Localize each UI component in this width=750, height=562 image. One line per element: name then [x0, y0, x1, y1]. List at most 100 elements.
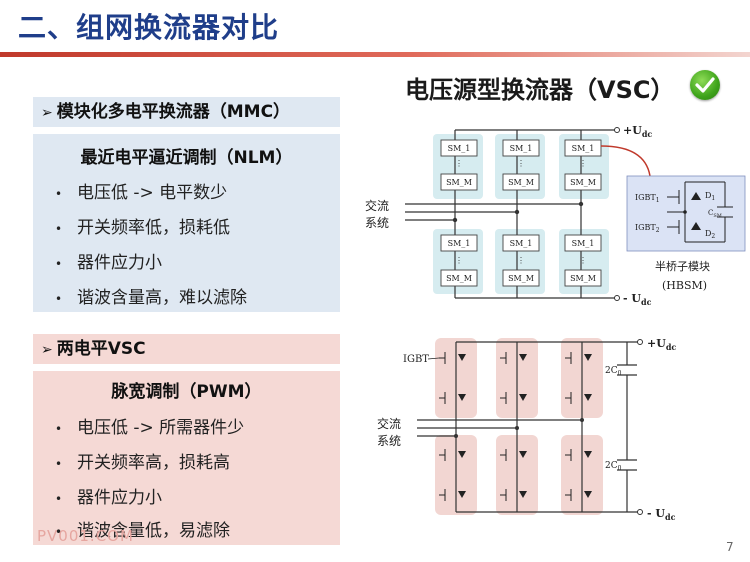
sm-label: SM_1 — [572, 144, 595, 153]
svg-text:D2: D2 — [705, 229, 715, 240]
mmc-bullet-text: 电压低 -> 电平数少 — [77, 183, 228, 203]
ac-system-label: 交流 — [365, 198, 389, 213]
sm-label: SM_M — [446, 178, 472, 187]
arrow-icon: ➢ — [41, 342, 53, 358]
dc-positive-label: +U — [647, 337, 666, 350]
watermark: PV001.COM — [37, 527, 134, 545]
capacitor-subscript: 0 — [618, 465, 622, 472]
mmc-bullet: • 电压低 -> 电平数少 — [55, 178, 227, 203]
d1-label: D — [705, 191, 711, 200]
bullet-icon: • — [55, 222, 63, 236]
bullet-icon: • — [55, 492, 63, 506]
bullet-icon: • — [55, 457, 63, 471]
two-level-bullet-text: 谐波含量低，易滤除 — [77, 521, 230, 541]
svg-text:D1: D1 — [705, 191, 715, 202]
title-underline — [0, 52, 750, 57]
svg-text:⋮: ⋮ — [578, 472, 587, 482]
capacitor-subscript: 0 — [618, 370, 622, 377]
two-level-header-text: 两电平VSC — [56, 339, 146, 359]
ac-system-label: 系统 — [365, 216, 389, 230]
sm-label: SM_M — [446, 274, 472, 283]
two-level-bullet: • 电压低 -> 所需器件少 — [55, 413, 244, 438]
dc-positive-label: +U — [623, 124, 642, 137]
svg-text:⋮: ⋮ — [455, 159, 463, 168]
sm-label: SM_1 — [448, 144, 471, 153]
mmc-header-text: 模块化多电平换流器（MMC） — [56, 102, 291, 122]
svg-text:+Udc: +Udc — [647, 337, 676, 352]
bullet-icon: • — [55, 187, 63, 201]
capacitor-label: 2C — [605, 366, 618, 376]
svg-text:⋮: ⋮ — [452, 472, 461, 482]
mmc-panel-header: ➢模块化多电平换流器（MMC） — [33, 97, 340, 127]
two-level-bullet-text: 电压低 -> 所需器件少 — [77, 418, 245, 438]
mmc-bullet: • 开关频率低，损耗低 — [55, 213, 230, 238]
svg-text:2C0: 2C0 — [605, 461, 622, 472]
svg-text:CSM: CSM — [708, 209, 722, 219]
page-number: 7 — [726, 540, 734, 554]
hbsm-module: IGBT1 IGBT2 D1 D2 CSM — [626, 175, 746, 252]
mmc-diagram: SM_1 SM_1 SM_1 SM_M SM_M SM_M SM_1 SM_1 … — [365, 124, 746, 307]
bullet-icon: • — [55, 525, 63, 539]
sm-label: SM_M — [570, 274, 596, 283]
cap-label: C — [708, 209, 713, 217]
mmc-panel-body: 最近电平逼近调制（NLM） — [33, 134, 340, 312]
dc-subscript: dc — [642, 129, 653, 139]
dc-subscript: dc — [641, 297, 652, 307]
svg-text:IGBT1: IGBT1 — [635, 193, 660, 204]
two-level-bullet-text: 开关频率高，损耗高 — [77, 453, 230, 473]
two-level-bullet-text: 器件应力小 — [77, 488, 162, 508]
dc-negative-label: - U — [623, 292, 641, 305]
svg-text:⋮: ⋮ — [579, 256, 587, 265]
mmc-bullet-text: 器件应力小 — [77, 253, 162, 273]
mmc-bullet: • 器件应力小 — [55, 248, 162, 273]
hbsm-caption: 半桥子模块 — [655, 259, 710, 273]
sm-label: SM_M — [508, 178, 534, 187]
svg-text:⋮: ⋮ — [513, 472, 522, 482]
d2-label: D — [705, 229, 711, 238]
dc-subscript: dc — [665, 512, 676, 522]
svg-text:⋮: ⋮ — [517, 256, 525, 265]
mmc-bullet-text: 谐波含量高，难以滤除 — [77, 288, 247, 308]
sm-label: SM_M — [508, 274, 534, 283]
ac-system-label: 系统 — [377, 434, 401, 448]
two-level-diagram: ⋮⋮⋮ ⋮⋮⋮ IGBT +Udc - Udc 2C0 2C0 交流 系统 — [377, 337, 676, 522]
svg-text:⋮: ⋮ — [579, 159, 587, 168]
two-level-subtitle: 脉宽调制（PWM） — [111, 382, 262, 402]
sm-label: SM_M — [570, 178, 596, 187]
igbt-label: IGBT — [403, 354, 429, 365]
mmc-subtitle: 最近电平逼近调制（NLM） — [80, 148, 293, 168]
vsc-heading: 电压源型换流器（VSC） — [405, 76, 675, 104]
sm-label: SM_1 — [510, 239, 533, 248]
svg-text:⋮: ⋮ — [455, 256, 463, 265]
dc-subscript: dc — [666, 342, 677, 352]
checkmark-icon — [690, 70, 720, 100]
svg-text:- Udc: - Udc — [623, 292, 652, 307]
bullet-icon: • — [55, 292, 63, 306]
igbt1-label: IGBT — [635, 193, 656, 202]
mmc-bullet-text: 开关频率低，损耗低 — [77, 218, 230, 238]
arrow-icon: ➢ — [41, 105, 53, 121]
capacitor-label: 2C — [605, 461, 618, 471]
svg-text:⋮: ⋮ — [452, 375, 461, 385]
svg-text:IGBT2: IGBT2 — [635, 223, 660, 234]
two-level-bullet: • 谐波含量低，易滤除 — [55, 516, 230, 541]
slide-title: 二、组网换流器对比 — [18, 11, 280, 44]
ac-system-label: 交流 — [377, 416, 401, 431]
sm-label: SM_1 — [448, 239, 471, 248]
two-level-panel-header: ➢两电平VSC — [33, 334, 340, 364]
sm-label: SM_1 — [572, 239, 595, 248]
hbsm-caption-abbr: (HBSM) — [662, 279, 707, 292]
bullet-icon: • — [55, 422, 63, 436]
mmc-bullet: • 谐波含量高，难以滤除 — [55, 283, 247, 308]
two-level-panel-body: 脉宽调制（PWM） — [33, 371, 340, 545]
svg-text:+Udc: +Udc — [623, 124, 652, 139]
svg-text:⋮: ⋮ — [517, 159, 525, 168]
igbt2-label: IGBT — [635, 223, 656, 232]
svg-text:- Udc: - Udc — [647, 507, 676, 522]
two-level-bullet: • 器件应力小 — [55, 483, 162, 508]
bullet-icon: • — [55, 257, 63, 271]
svg-text:2C0: 2C0 — [605, 366, 622, 377]
sm-label: SM_1 — [510, 144, 533, 153]
svg-text:⋮: ⋮ — [513, 375, 522, 385]
dc-negative-label: - U — [647, 507, 665, 520]
